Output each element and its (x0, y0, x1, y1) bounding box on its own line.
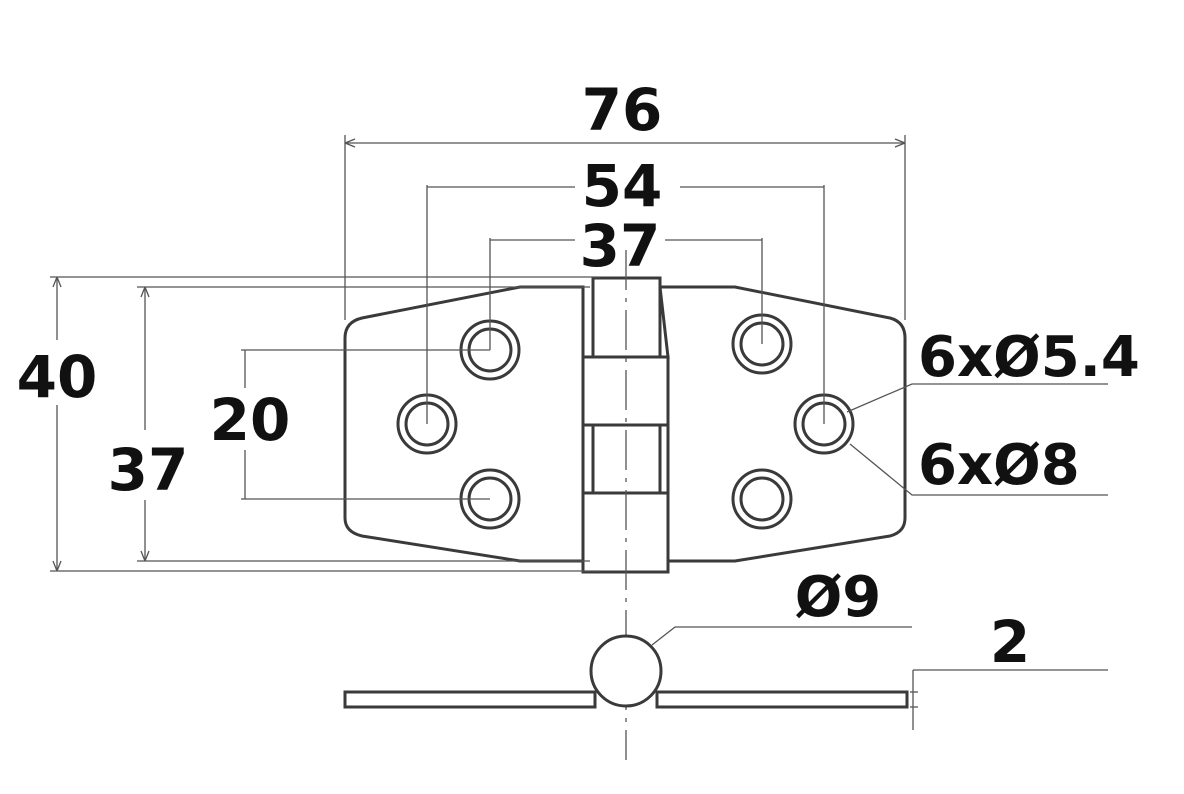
hinge-pin (589, 634, 663, 708)
dim-hole-row-spacing (241, 349, 490, 500)
dim-text-20: 20 (210, 386, 291, 454)
dim-overall-height (50, 276, 600, 572)
dim-leaf-height (137, 286, 590, 562)
dim-text-37-top: 37 (580, 212, 661, 280)
callout-countersink: 6xØ8 (918, 433, 1080, 498)
hole-right-bottom (731, 468, 793, 530)
dim-thickness (910, 669, 1108, 730)
dim-outer-hole-spacing (426, 185, 825, 424)
hinge-side-view (343, 634, 909, 709)
callout-small-hole: 6xØ5.4 (918, 325, 1140, 390)
dim-inner-hole-spacing (489, 238, 763, 350)
callout-pin-diameter: Ø9 (795, 565, 882, 630)
hinge-top-view (343, 276, 907, 574)
dim-text-thickness: 2 (990, 608, 1030, 676)
dim-overall-width (344, 135, 906, 320)
side-left-leaf (343, 690, 597, 709)
dim-text-40: 40 (17, 343, 98, 411)
hole-callout-leaders (846, 383, 1108, 496)
dim-text-76: 76 (582, 76, 663, 144)
side-right-leaf (655, 690, 909, 709)
dim-text-54: 54 (582, 152, 663, 220)
pin-diameter-leader (651, 626, 912, 646)
dim-text-37-left: 37 (108, 436, 189, 504)
